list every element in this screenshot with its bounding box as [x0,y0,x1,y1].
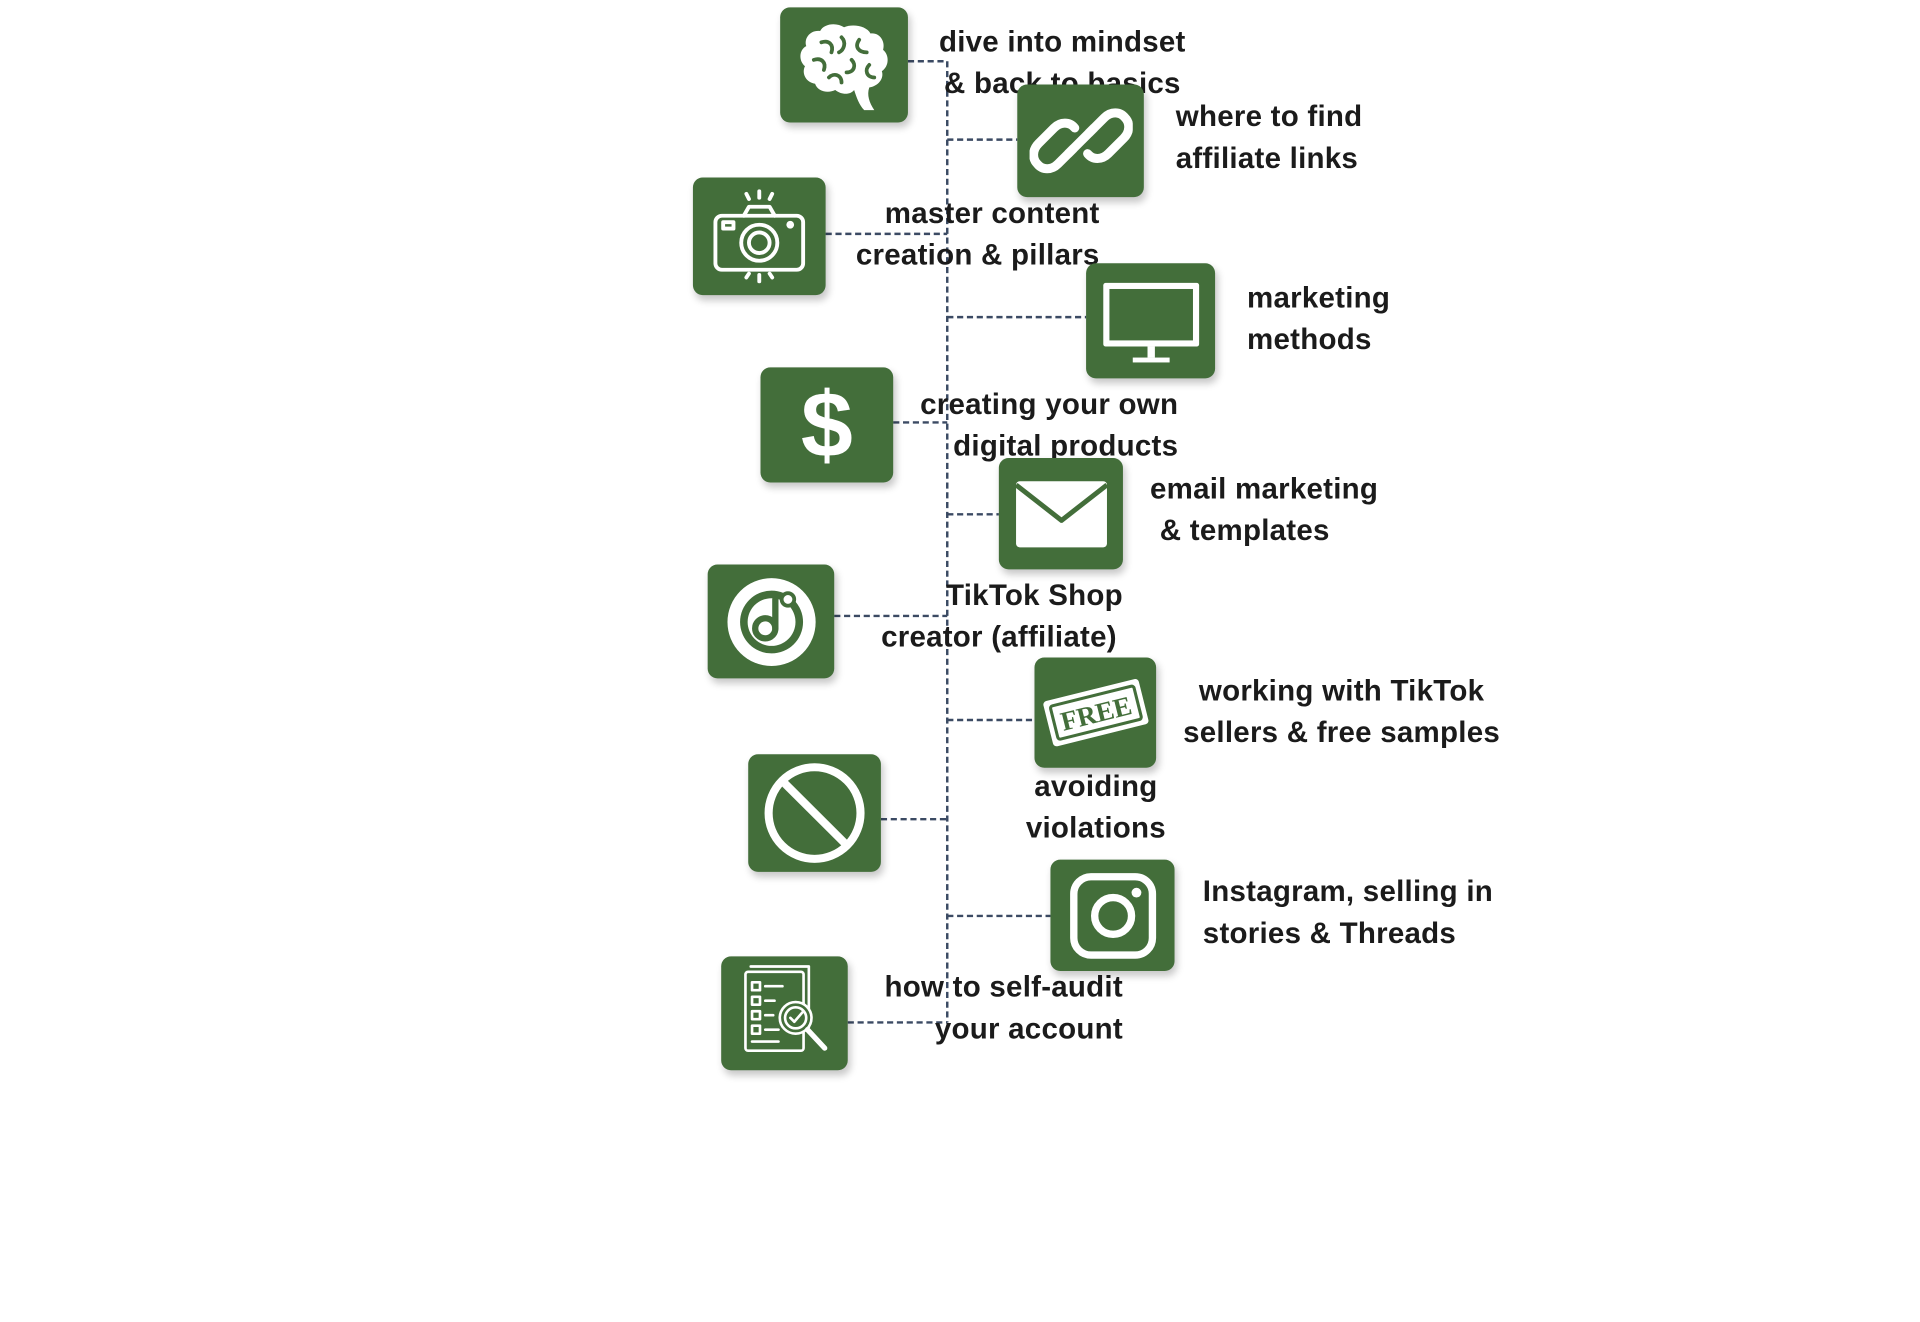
topic-label-instagram: Instagram, selling in stories & Threads [1203,872,1493,955]
tiktok-shop-icon [707,564,835,679]
topic-label-line: methods [1247,323,1372,357]
topic-label-line: affiliate links [1175,142,1359,176]
prohibited-icon [748,754,881,872]
topic-label-line: & templates [1159,514,1330,548]
monitor-icon [1086,263,1216,379]
topic-label-line: TikTok Shop [946,579,1123,613]
topic-label-email-marketing: email marketing & templates [1150,469,1378,552]
topic-label-tiktok-shop: TikTok Shop creator (affiliate) [881,576,1123,659]
svg-text:$: $ [801,376,853,474]
topic-label-digital-products: creating your own digital products [920,384,1178,467]
connector-lines [825,60,1087,1024]
free-stamp-icon: FREE [1034,657,1157,768]
topic-label-line: stories & Threads [1202,917,1457,951]
topic-label-line: creator (affiliate) [881,620,1117,654]
dollar-icon: $ [760,367,894,483]
topic-label-line: avoiding [1034,770,1158,804]
topic-label-line: creating your own [920,388,1179,422]
brain-icon [780,7,908,123]
topic-label-line: email marketing [1149,472,1379,506]
topic-label-line: violations [1025,811,1166,845]
camera-icon [692,177,826,296]
topic-label-line: dive into mindset [938,25,1186,59]
instagram-icon [1050,859,1175,972]
topic-label-line: how to self-audit [884,971,1123,1005]
topic-label-line: sellers & free samples [1183,716,1500,750]
topic-label-line: creation & pillars [855,238,1100,272]
topic-label-content-creation: master content creation & pillars [856,193,1100,276]
topic-label-line: Instagram, selling in [1202,875,1494,909]
link-icon [1017,84,1144,198]
topic-label-line: where to find [1175,100,1363,134]
topic-label-mindset: dive into mindset & back to basics [939,22,1186,105]
topic-label-self-audit: how to self-audit your account [885,967,1123,1050]
topic-label-tiktok-sellers: working with TikTok sellers & free sampl… [1183,671,1500,754]
topic-label-violations: avoiding violations [1026,767,1166,850]
topic-label-marketing-methods: marketing methods [1247,278,1390,361]
topic-label-line: marketing [1247,281,1391,315]
topic-label-line: master content [884,197,1100,231]
topic-label-line: digital products [953,429,1179,463]
topic-label-affiliate-links: where to find affiliate links [1176,97,1363,180]
topic-label-line: working with TikTok [1198,674,1485,708]
topic-label-line: your account [934,1012,1123,1046]
checklist-audit-icon [721,956,848,1071]
envelope-icon [998,457,1123,570]
